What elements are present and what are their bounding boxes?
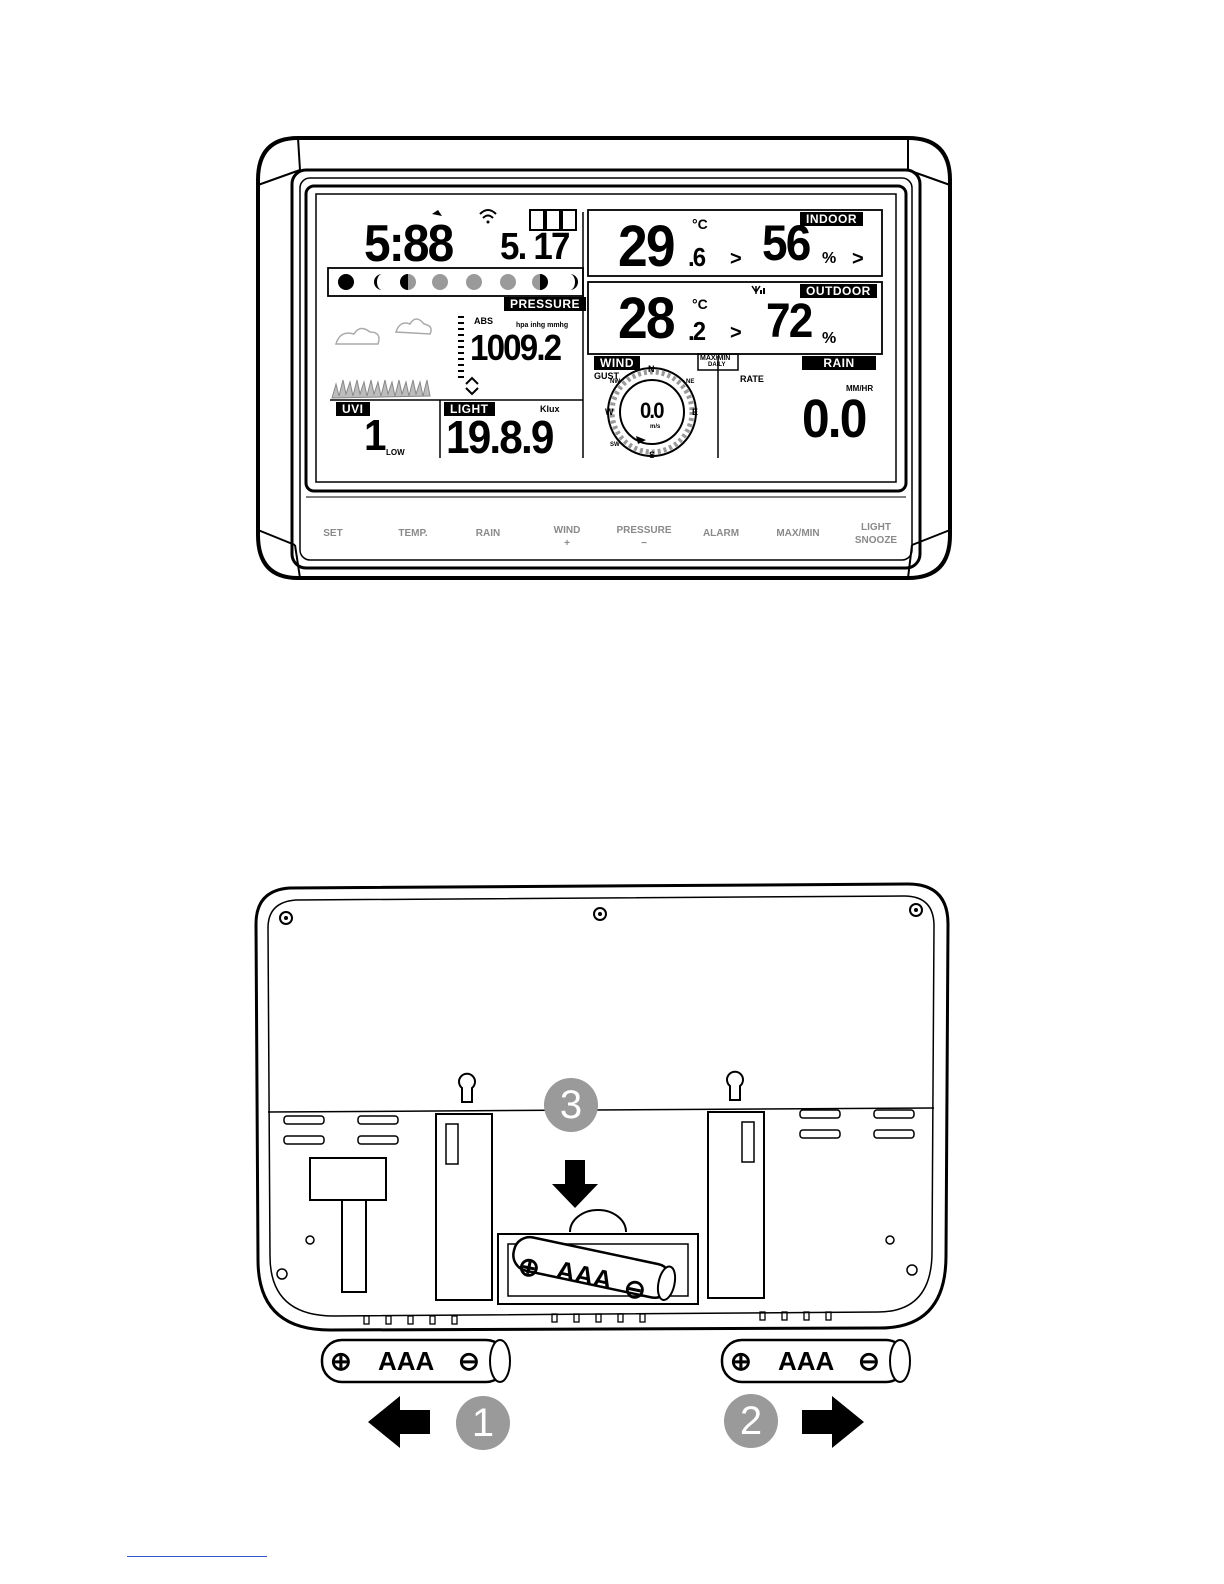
console-front-view: 5:88 5. 17 INDOOR 29 .6 °C > 56 % > OUTD… <box>0 0 1224 640</box>
compass-east: E <box>692 407 698 417</box>
outdoor-humidity: 72 <box>766 298 811 346</box>
indoor-humidity-unit: % <box>822 250 836 268</box>
battery-left-label: AAA <box>378 1346 434 1377</box>
compass-south: S <box>649 450 655 460</box>
calendar-date: 5. 17 <box>500 228 569 266</box>
battery-right-minus-icon: ⊖ <box>858 1346 880 1377</box>
rain-label: RAIN <box>802 356 876 370</box>
pressure-label: PRESSURE <box>504 297 586 311</box>
pressure-abs-label: ABS <box>474 316 493 326</box>
step-2-badge: 2 <box>724 1394 778 1448</box>
pressure-minus-button[interactable]: PRESSURE− <box>604 524 684 550</box>
indoor-temperature-decimal: .6 <box>688 244 704 270</box>
indoor-humidity-trend-icon: > <box>852 248 864 271</box>
alarm-button[interactable]: ALARM <box>681 527 761 540</box>
back-housing <box>0 860 1224 1584</box>
compass-west: W <box>605 407 614 417</box>
battery-right-label: AAA <box>778 1346 834 1377</box>
compass-northwest: NW <box>610 379 620 385</box>
footer-divider <box>127 1556 267 1557</box>
indoor-temperature-unit: °C <box>692 216 708 232</box>
step-3-badge: 3 <box>544 1078 598 1132</box>
outdoor-humidity-unit: % <box>822 330 836 348</box>
rain-value: 0.0 <box>802 392 866 446</box>
outdoor-temperature-decimal: .2 <box>688 318 704 344</box>
battery-left-minus-icon: ⊖ <box>458 1346 480 1377</box>
outdoor-temperature-unit: °C <box>692 296 708 312</box>
temp-button[interactable]: TEMP. <box>373 527 453 540</box>
uvi-value: 1 <box>364 414 385 458</box>
uvi-level: LOW <box>386 448 405 457</box>
pressure-value: 1009.2 <box>470 330 560 366</box>
indoor-temperature: 29 <box>618 218 674 276</box>
maxmin-button[interactable]: MAX/MIN <box>758 527 838 540</box>
outdoor-temperature: 28 <box>618 290 674 348</box>
rain-rate-label: RATE <box>740 374 764 384</box>
wind-plus-button[interactable]: WIND+ <box>527 524 607 550</box>
maxmin-label: MAX/MIN <box>700 355 730 362</box>
compass-northeast: NE <box>686 379 694 385</box>
compass-north: N <box>648 364 655 374</box>
console-back-view: ⊕ AAA ⊖ ⊕ AAA ⊖ ⊕ AAA ⊖ 1 2 3 <box>0 860 1224 1584</box>
clock-time: 5:88 <box>364 218 452 270</box>
indoor-temp-trend-icon: > <box>730 248 742 271</box>
daily-label: DAILY <box>708 362 725 368</box>
indoor-humidity: 56 <box>762 218 809 268</box>
rain-button[interactable]: RAIN <box>448 527 528 540</box>
wind-speed-unit: m/s <box>650 424 660 430</box>
battery-right-plus-icon: ⊕ <box>730 1346 752 1377</box>
set-button[interactable]: SET <box>293 527 373 540</box>
battery-left-plus-icon: ⊕ <box>330 1346 352 1377</box>
outdoor-label: OUTDOOR <box>800 284 877 298</box>
outdoor-temp-trend-icon: > <box>730 322 742 345</box>
step-1-badge: 1 <box>456 1396 510 1450</box>
wind-label: WIND <box>594 356 640 370</box>
light-value: 19.8.9 <box>446 414 553 460</box>
wind-speed-value: 0.0 <box>640 400 663 422</box>
compass-southwest: SW <box>610 442 620 448</box>
